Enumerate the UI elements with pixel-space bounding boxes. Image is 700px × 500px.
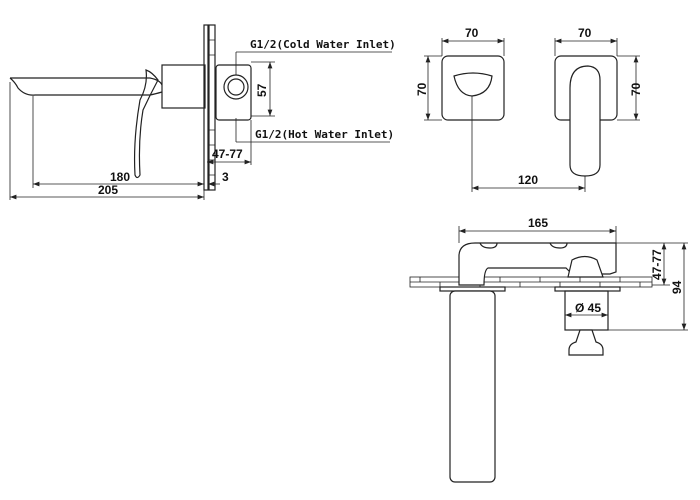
dim-spout-reach: 180 bbox=[110, 170, 130, 184]
dim-centre-distance: 120 bbox=[518, 173, 538, 187]
spout-front-view: 70 70 bbox=[415, 26, 505, 192]
dim-length: 165 bbox=[528, 216, 548, 230]
dim-spout-height: 70 bbox=[415, 82, 429, 96]
valve-knob bbox=[568, 329, 604, 356]
lever-handle-front bbox=[569, 65, 601, 177]
dim-plate: 3 bbox=[222, 170, 229, 184]
spout-outlet bbox=[453, 72, 493, 97]
dim-handle-width: 70 bbox=[578, 26, 592, 40]
dim-valve-height: 57 bbox=[255, 83, 269, 97]
dim-wall-depth: 47-77 bbox=[212, 147, 243, 161]
spout-body-top bbox=[458, 242, 617, 286]
dim-handle-height: 70 bbox=[629, 82, 643, 96]
cold-inlet-label: G1/2(Cold Water Inlet) bbox=[250, 38, 396, 51]
dim-depth: 94 bbox=[670, 280, 684, 294]
valve-body bbox=[215, 64, 252, 121]
cover-plate bbox=[203, 24, 209, 191]
side-view: G1/2(Cold Water Inlet) G1/2(Hot Water In… bbox=[9, 24, 396, 200]
top-view: Ø 45 165 47-77 94 bbox=[409, 216, 688, 483]
dim-total-length: 205 bbox=[98, 183, 118, 197]
lever-handle bbox=[133, 69, 159, 179]
spout-vertical bbox=[449, 290, 496, 483]
handle-front-view: 70 70 120 bbox=[472, 26, 643, 192]
wall-section bbox=[208, 24, 216, 191]
dim-spout-width: 70 bbox=[465, 26, 479, 40]
hot-inlet-label: G1/2(Hot Water Inlet) bbox=[255, 128, 394, 141]
handle-lever-top bbox=[567, 255, 604, 278]
spout-outline bbox=[9, 77, 163, 96]
dim-wall-depth: 47-77 bbox=[650, 249, 664, 280]
body-block bbox=[161, 64, 206, 109]
dim-diameter: Ø 45 bbox=[575, 301, 601, 315]
spout-plate bbox=[441, 55, 505, 121]
